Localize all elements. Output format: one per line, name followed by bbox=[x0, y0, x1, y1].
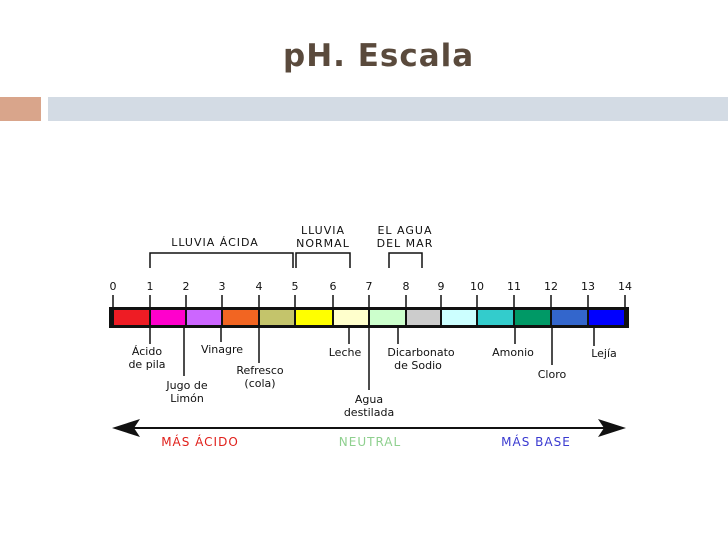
scale-number-10: 10 bbox=[470, 280, 484, 293]
label-jugo-limon-line1: Jugo de bbox=[165, 379, 207, 392]
axis-label-base: MÁS BASE bbox=[501, 434, 571, 449]
title-rule-accent bbox=[0, 97, 41, 121]
ph-segment-3 bbox=[223, 310, 258, 325]
scale-number-14: 14 bbox=[618, 280, 632, 293]
scale-number-2: 2 bbox=[183, 280, 190, 293]
bracket-sea-water-label-line1: EL AGUA bbox=[377, 224, 432, 237]
ph-segment-2 bbox=[187, 310, 221, 325]
label-bicarbonato-line2: de Sodio bbox=[394, 359, 442, 372]
ph-segment-8 bbox=[407, 310, 440, 325]
bracket-normal-rain-label-line1: LLUVIA bbox=[301, 224, 345, 237]
bracket-acid-rain-label: LLUVIA ÁCIDA bbox=[171, 236, 259, 249]
label-bicarbonato-line1: Dicarbonato bbox=[387, 346, 455, 359]
scale-number-12: 12 bbox=[544, 280, 558, 293]
bracket-normal-rain bbox=[295, 252, 351, 268]
scale-number-6: 6 bbox=[330, 280, 337, 293]
bracket-sea-water bbox=[388, 252, 423, 268]
bracket-acid-rain bbox=[149, 252, 294, 268]
ph-segment-7 bbox=[370, 310, 405, 325]
ph-segment-1 bbox=[151, 310, 185, 325]
scale-number-5: 5 bbox=[292, 280, 299, 293]
scale-number-7: 7 bbox=[366, 280, 373, 293]
acidity-axis-arrow bbox=[112, 419, 626, 437]
label-vinagre: Vinagre bbox=[201, 343, 243, 356]
label-agua-destilada-line2: destilada bbox=[344, 406, 394, 419]
label-leche: Leche bbox=[329, 346, 362, 359]
bracket-sea-water-label-line2: DEL MAR bbox=[377, 237, 434, 250]
ph-segment-0 bbox=[114, 310, 149, 325]
ph-scale-ticks bbox=[112, 295, 626, 307]
title-rule-bar bbox=[48, 97, 728, 121]
ph-segment-9 bbox=[442, 310, 476, 325]
label-refresco-line1: Refresco bbox=[236, 364, 284, 377]
label-lejia: Lejía bbox=[591, 347, 617, 360]
ph-segment-12 bbox=[552, 310, 587, 325]
label-refresco-line2: (cola) bbox=[244, 377, 275, 390]
axis-label-neutral: NEUTRAL bbox=[339, 435, 401, 449]
label-amonio: Amonio bbox=[492, 346, 534, 359]
ph-segment-13 bbox=[589, 310, 624, 325]
ph-segment-10 bbox=[478, 310, 513, 325]
scale-number-0: 0 bbox=[110, 280, 117, 293]
axis-label-acid: MÁS ÁCIDO bbox=[161, 434, 239, 449]
label-agua-destilada-line1: Agua bbox=[355, 393, 383, 406]
label-acido-pila-line2: de pila bbox=[128, 358, 165, 371]
ph-segment-11 bbox=[515, 310, 550, 325]
scale-number-9: 9 bbox=[438, 280, 445, 293]
scale-number-3: 3 bbox=[219, 280, 226, 293]
label-cloro: Cloro bbox=[538, 368, 567, 381]
substance-pointers bbox=[149, 328, 595, 390]
slide-title: pH. Escala bbox=[283, 38, 475, 74]
bracket-normal-rain-label-line2: NORMAL bbox=[296, 237, 350, 250]
ph-segment-4 bbox=[260, 310, 294, 325]
ph-segment-6 bbox=[334, 310, 368, 325]
scale-number-4: 4 bbox=[256, 280, 263, 293]
label-jugo-limon-line2: Limón bbox=[170, 392, 204, 405]
scale-number-1: 1 bbox=[147, 280, 154, 293]
ph-segment-5 bbox=[296, 310, 332, 325]
scale-number-11: 11 bbox=[507, 280, 521, 293]
scale-number-8: 8 bbox=[403, 280, 410, 293]
scale-number-13: 13 bbox=[581, 280, 595, 293]
label-acido-pila-line1: Ácido bbox=[132, 345, 162, 358]
ph-bar-segments bbox=[114, 310, 624, 325]
